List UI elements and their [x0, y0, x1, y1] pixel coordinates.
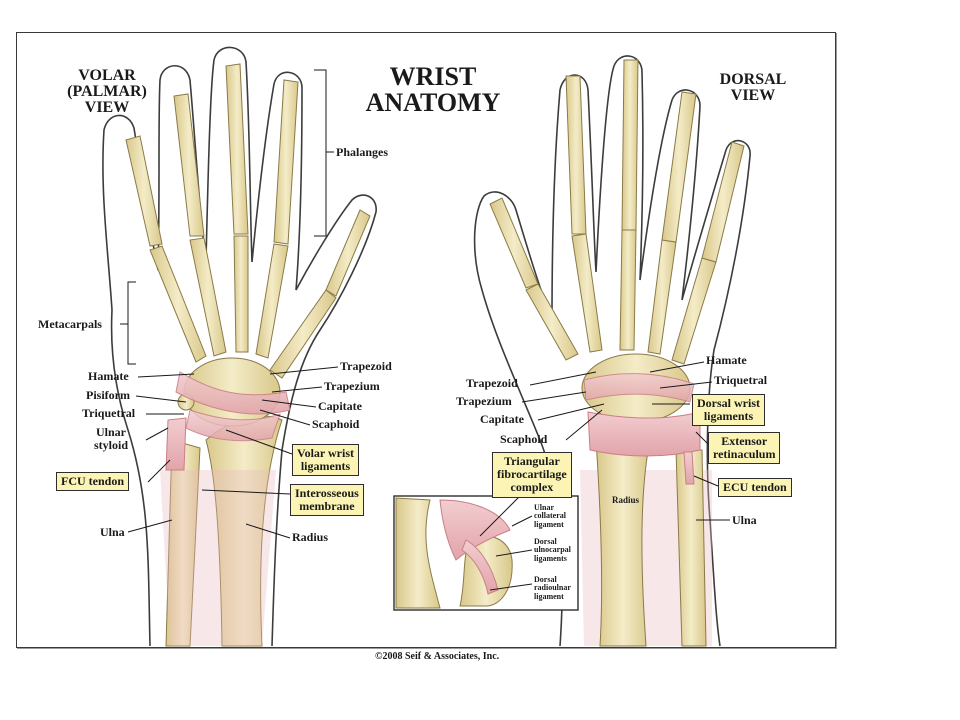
label-line: complex	[510, 480, 554, 495]
label-fcu-tendon: FCU tendon	[56, 472, 130, 492]
label-volar-hamate: Hamate	[88, 369, 129, 383]
label-line: Ulnar	[534, 503, 554, 512]
label-volar-wrist-ligaments: Volar wrist ligaments	[292, 444, 359, 477]
label-dorsal-trapezoid: Trapezoid	[466, 376, 518, 390]
volar-title-line: (PALMAR)	[67, 83, 147, 100]
dorsal-title-line: DORSAL	[719, 71, 787, 88]
label-volar-trapezoid: Trapezoid	[340, 359, 392, 373]
dorsal-ecu-tendon	[683, 451, 695, 485]
volar-wrist-ligament-band-2	[185, 409, 281, 442]
main-title: WRIST ANATOMY	[348, 64, 518, 116]
label-volar-scaphoid: Scaphoid	[312, 417, 360, 431]
dorsal-view-title: DORSAL VIEW	[708, 72, 798, 104]
label-extensor-retinaculum: Extensor retinaculum	[708, 432, 781, 465]
label-line: membrane	[299, 499, 355, 514]
main-title-line2: ANATOMY	[365, 88, 501, 117]
volar-skin-outline	[102, 46, 377, 647]
label-line: ligaments	[703, 409, 754, 424]
label-line: Volar wrist	[297, 446, 354, 460]
volar-wrist-ligament-band	[175, 371, 291, 415]
label-metacarpals: Metacarpals	[38, 317, 102, 331]
dorsal-radius-bone	[595, 439, 651, 647]
label-dorsal-trapezium: Trapezium	[456, 394, 512, 408]
label-dorsal-capitate: Capitate	[480, 412, 524, 426]
label-line: Triangular	[503, 454, 560, 468]
volar-title-line: VOLAR	[78, 67, 136, 84]
volar-metacarpals	[149, 235, 337, 379]
label-tfcc: Triangular fibrocartilage complex	[492, 452, 572, 498]
label-line: Extensor	[721, 434, 768, 448]
volar-ulnar-ligament	[165, 417, 187, 471]
leader-lines	[120, 69, 730, 591]
label-volar-trapezium: Trapezium	[324, 379, 380, 393]
dorsal-title-line: VIEW	[730, 87, 776, 104]
volar-ulna-bone	[165, 439, 201, 647]
copyright-text: ©2008 Seif & Associates, Inc.	[375, 651, 500, 662]
volar-forearm-tissue	[160, 470, 276, 646]
label-line: Ulnar	[96, 425, 126, 439]
dorsal-wrist-ligament-band	[583, 373, 695, 403]
label-line: Dorsal	[534, 537, 557, 546]
volar-hand	[102, 46, 377, 647]
label-line: retinaculum	[713, 447, 776, 462]
label-dorsal-ulna: Ulna	[732, 513, 757, 527]
main-title-line1: WRIST	[389, 62, 477, 91]
label-dorsal-hamate: Hamate	[706, 353, 747, 367]
label-dorsal-wrist-ligaments: Dorsal wrist ligaments	[692, 394, 765, 427]
label-volar-triquetral: Triquetral	[82, 406, 136, 420]
label-line: Interosseous	[295, 486, 359, 500]
label-line: ligament	[534, 519, 564, 529]
label-line: ligament	[534, 591, 564, 601]
volar-title-line: VIEW	[84, 99, 130, 116]
label-line: ulnocarpal	[534, 545, 571, 555]
label-line: radioulnar	[534, 583, 571, 593]
label-dorsal-radioulnar-ligament: Dorsal radioulnar ligament	[534, 575, 571, 601]
label-line: fibrocartilage	[497, 467, 567, 482]
label-ulnar-styloid: Ulnar styloid	[94, 425, 129, 453]
dorsal-phalanges	[489, 59, 745, 289]
label-dorsal-radius: Radius	[612, 495, 640, 505]
label-phalanges: Phalanges	[336, 145, 389, 159]
label-volar-capitate: Capitate	[318, 399, 362, 413]
label-line: Dorsal	[534, 575, 557, 584]
label-dorsal-scaphoid: Scaphoid	[500, 432, 548, 446]
label-pisiform: Pisiform	[86, 388, 130, 402]
label-volar-radius: Radius	[292, 530, 329, 544]
label-ecu-tendon: ECU tendon	[718, 478, 792, 498]
label-line: Dorsal wrist	[697, 396, 760, 410]
dorsal-hand	[473, 55, 751, 647]
label-line: ligaments	[534, 553, 567, 563]
label-line: styloid	[94, 438, 129, 453]
label-line: ligaments	[300, 459, 351, 474]
dorsal-extensor-retinaculum-band	[587, 411, 701, 457]
volar-view-title: VOLAR (PALMAR) VIEW	[52, 68, 162, 116]
volar-phalanges	[125, 63, 371, 297]
dorsal-metacarpals	[525, 229, 717, 365]
label-ulnar-collateral-ligament: Ulnar collateral ligament	[534, 503, 566, 529]
label-interosseous-membrane: Interosseous membrane	[290, 484, 364, 517]
label-volar-ulna: Ulna	[100, 525, 125, 539]
label-dorsal-triquetral: Triquetral	[714, 373, 768, 387]
label-dorsal-ulnocarpal-ligaments: Dorsal ulnocarpal ligaments	[534, 537, 571, 563]
label-line: collateral	[534, 511, 566, 521]
